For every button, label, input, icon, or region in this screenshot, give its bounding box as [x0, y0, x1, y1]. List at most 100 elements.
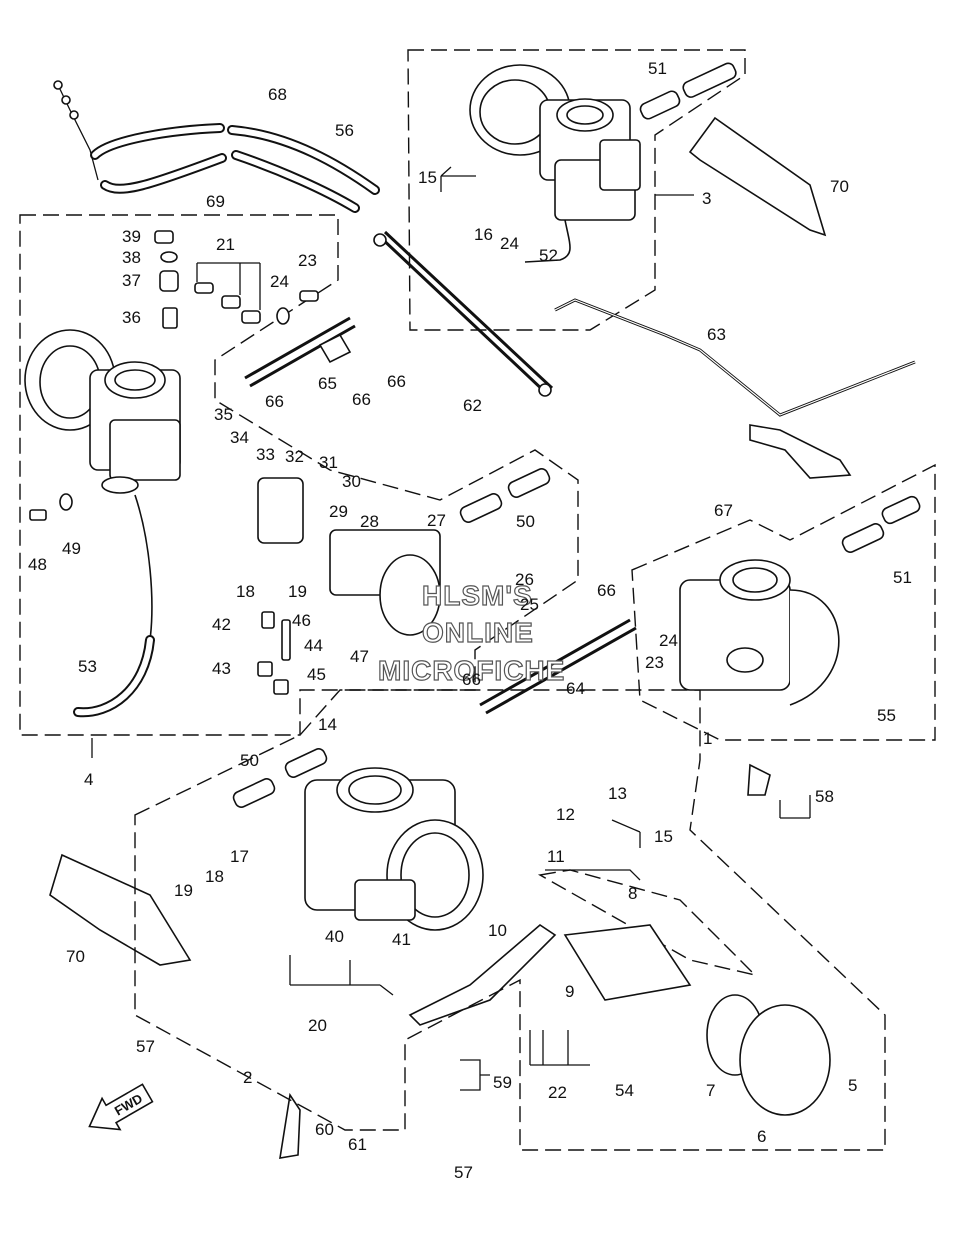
callout-47: 47 [350, 647, 369, 666]
washer-24-left [276, 307, 290, 325]
plate-59 [408, 923, 557, 1026]
callout-55: 55 [877, 706, 896, 725]
callout-5: 5 [848, 1076, 857, 1095]
callout-51-right: 51 [893, 568, 912, 587]
spring-21 [221, 295, 241, 309]
callout-17: 17 [230, 847, 249, 866]
callout-34: 34 [230, 428, 249, 447]
callout-54: 54 [615, 1081, 634, 1100]
callout-26: 26 [515, 570, 534, 589]
carburetor-1 [679, 559, 840, 706]
watermark: HLSM'S ONLINE MICROFICHE [377, 579, 565, 686]
callout-9: 9 [565, 982, 574, 1001]
small-parts [29, 62, 921, 1159]
callout-13: 13 [608, 784, 627, 803]
needle-44 [281, 619, 291, 661]
rod-63 [554, 298, 916, 417]
callout-19-upper: 19 [288, 582, 307, 601]
tube-51-right-b [881, 495, 921, 525]
callout-53: 53 [78, 657, 97, 676]
callout-24-left: 24 [270, 272, 289, 291]
tube-50-upper-a [459, 493, 503, 523]
screw-21b [241, 310, 261, 324]
callout-49: 49 [62, 539, 81, 558]
callout-65: 65 [318, 374, 337, 393]
callout-46: 46 [292, 611, 311, 630]
tube-50-upper-b [507, 468, 551, 498]
callout-40: 40 [325, 927, 344, 946]
jet-45 [273, 679, 289, 695]
callout-29: 29 [329, 502, 348, 521]
callout-23-right: 23 [645, 653, 664, 672]
callout-61: 61 [348, 1135, 367, 1154]
callout-labels: 1 2 3 4 5 6 7 8 9 10 11 12 13 14 15 15 1… [28, 59, 912, 1182]
callout-68: 68 [268, 85, 287, 104]
callout-7: 7 [706, 1081, 715, 1100]
callout-10: 10 [488, 921, 507, 940]
callout-30: 30 [342, 472, 361, 491]
callout-15-bottom: 15 [654, 827, 673, 846]
carburetor-4 [24, 329, 181, 641]
callout-24-top: 24 [500, 234, 519, 253]
callout-19-lower: 19 [174, 881, 193, 900]
callout-2: 2 [243, 1068, 252, 1087]
callout-14: 14 [318, 715, 337, 734]
bracket-70-top [688, 116, 827, 237]
cover-7 [739, 1004, 831, 1116]
cover-32 [257, 477, 304, 544]
callout-8: 8 [628, 884, 637, 903]
tube-51-right-a [841, 523, 885, 553]
callout-18-upper: 18 [236, 582, 255, 601]
callout-23-left: 23 [298, 251, 317, 270]
callout-36: 36 [122, 308, 141, 327]
callout-70-left: 70 [66, 947, 85, 966]
shaft-65 [244, 316, 351, 380]
callout-43: 43 [212, 659, 231, 678]
screw-21a [194, 282, 214, 294]
boundary-group-3 [407, 49, 746, 331]
callout-48: 48 [28, 555, 47, 574]
bolt-48 [29, 509, 47, 521]
group-boundaries [19, 49, 936, 1151]
cap-39 [154, 230, 174, 244]
screw-23-left [299, 290, 319, 302]
callout-12: 12 [556, 805, 575, 824]
callout-66-mid: 66 [352, 390, 371, 409]
callout-51-top: 51 [648, 59, 667, 78]
callout-11: 11 [547, 847, 565, 866]
callout-33: 33 [256, 445, 275, 464]
callout-50-upper: 50 [516, 512, 535, 531]
callout-44: 44 [304, 636, 323, 655]
plug-37 [159, 270, 179, 292]
callout-66-right: 66 [387, 372, 406, 391]
callout-50-lower: 50 [240, 751, 259, 770]
callout-59: 59 [493, 1073, 512, 1092]
callout-58: 58 [815, 787, 834, 806]
boundary-group-2 [134, 689, 886, 1151]
fuel-hoses-68-69 [53, 80, 380, 213]
lever-58 [747, 763, 771, 796]
callout-35: 35 [214, 405, 233, 424]
carburetor-3 [469, 64, 641, 263]
callout-25: 25 [520, 595, 539, 614]
leader-lines [91, 166, 811, 1091]
callout-20: 20 [308, 1016, 327, 1035]
shaft-64 [479, 618, 631, 707]
tube-51-top-b [682, 62, 737, 98]
callout-57-left: 57 [136, 1037, 155, 1056]
callout-4: 4 [84, 770, 93, 789]
callout-39: 39 [122, 227, 141, 246]
callout-6: 6 [757, 1127, 766, 1146]
tube-50-lower-b [284, 748, 328, 778]
boundary-group-4 [19, 214, 579, 736]
callout-22: 22 [548, 1083, 567, 1102]
callout-66-left: 66 [265, 392, 284, 411]
callout-60: 60 [315, 1120, 334, 1139]
tube-50-lower-a [232, 778, 276, 808]
callout-67: 67 [714, 501, 733, 520]
watermark-line-3: MICROFICHE [378, 655, 565, 686]
washer-49 [59, 493, 73, 511]
tube-upper-55 [318, 333, 352, 364]
watermark-line-1: HLSM'S [422, 580, 533, 611]
callout-31: 31 [319, 453, 338, 472]
